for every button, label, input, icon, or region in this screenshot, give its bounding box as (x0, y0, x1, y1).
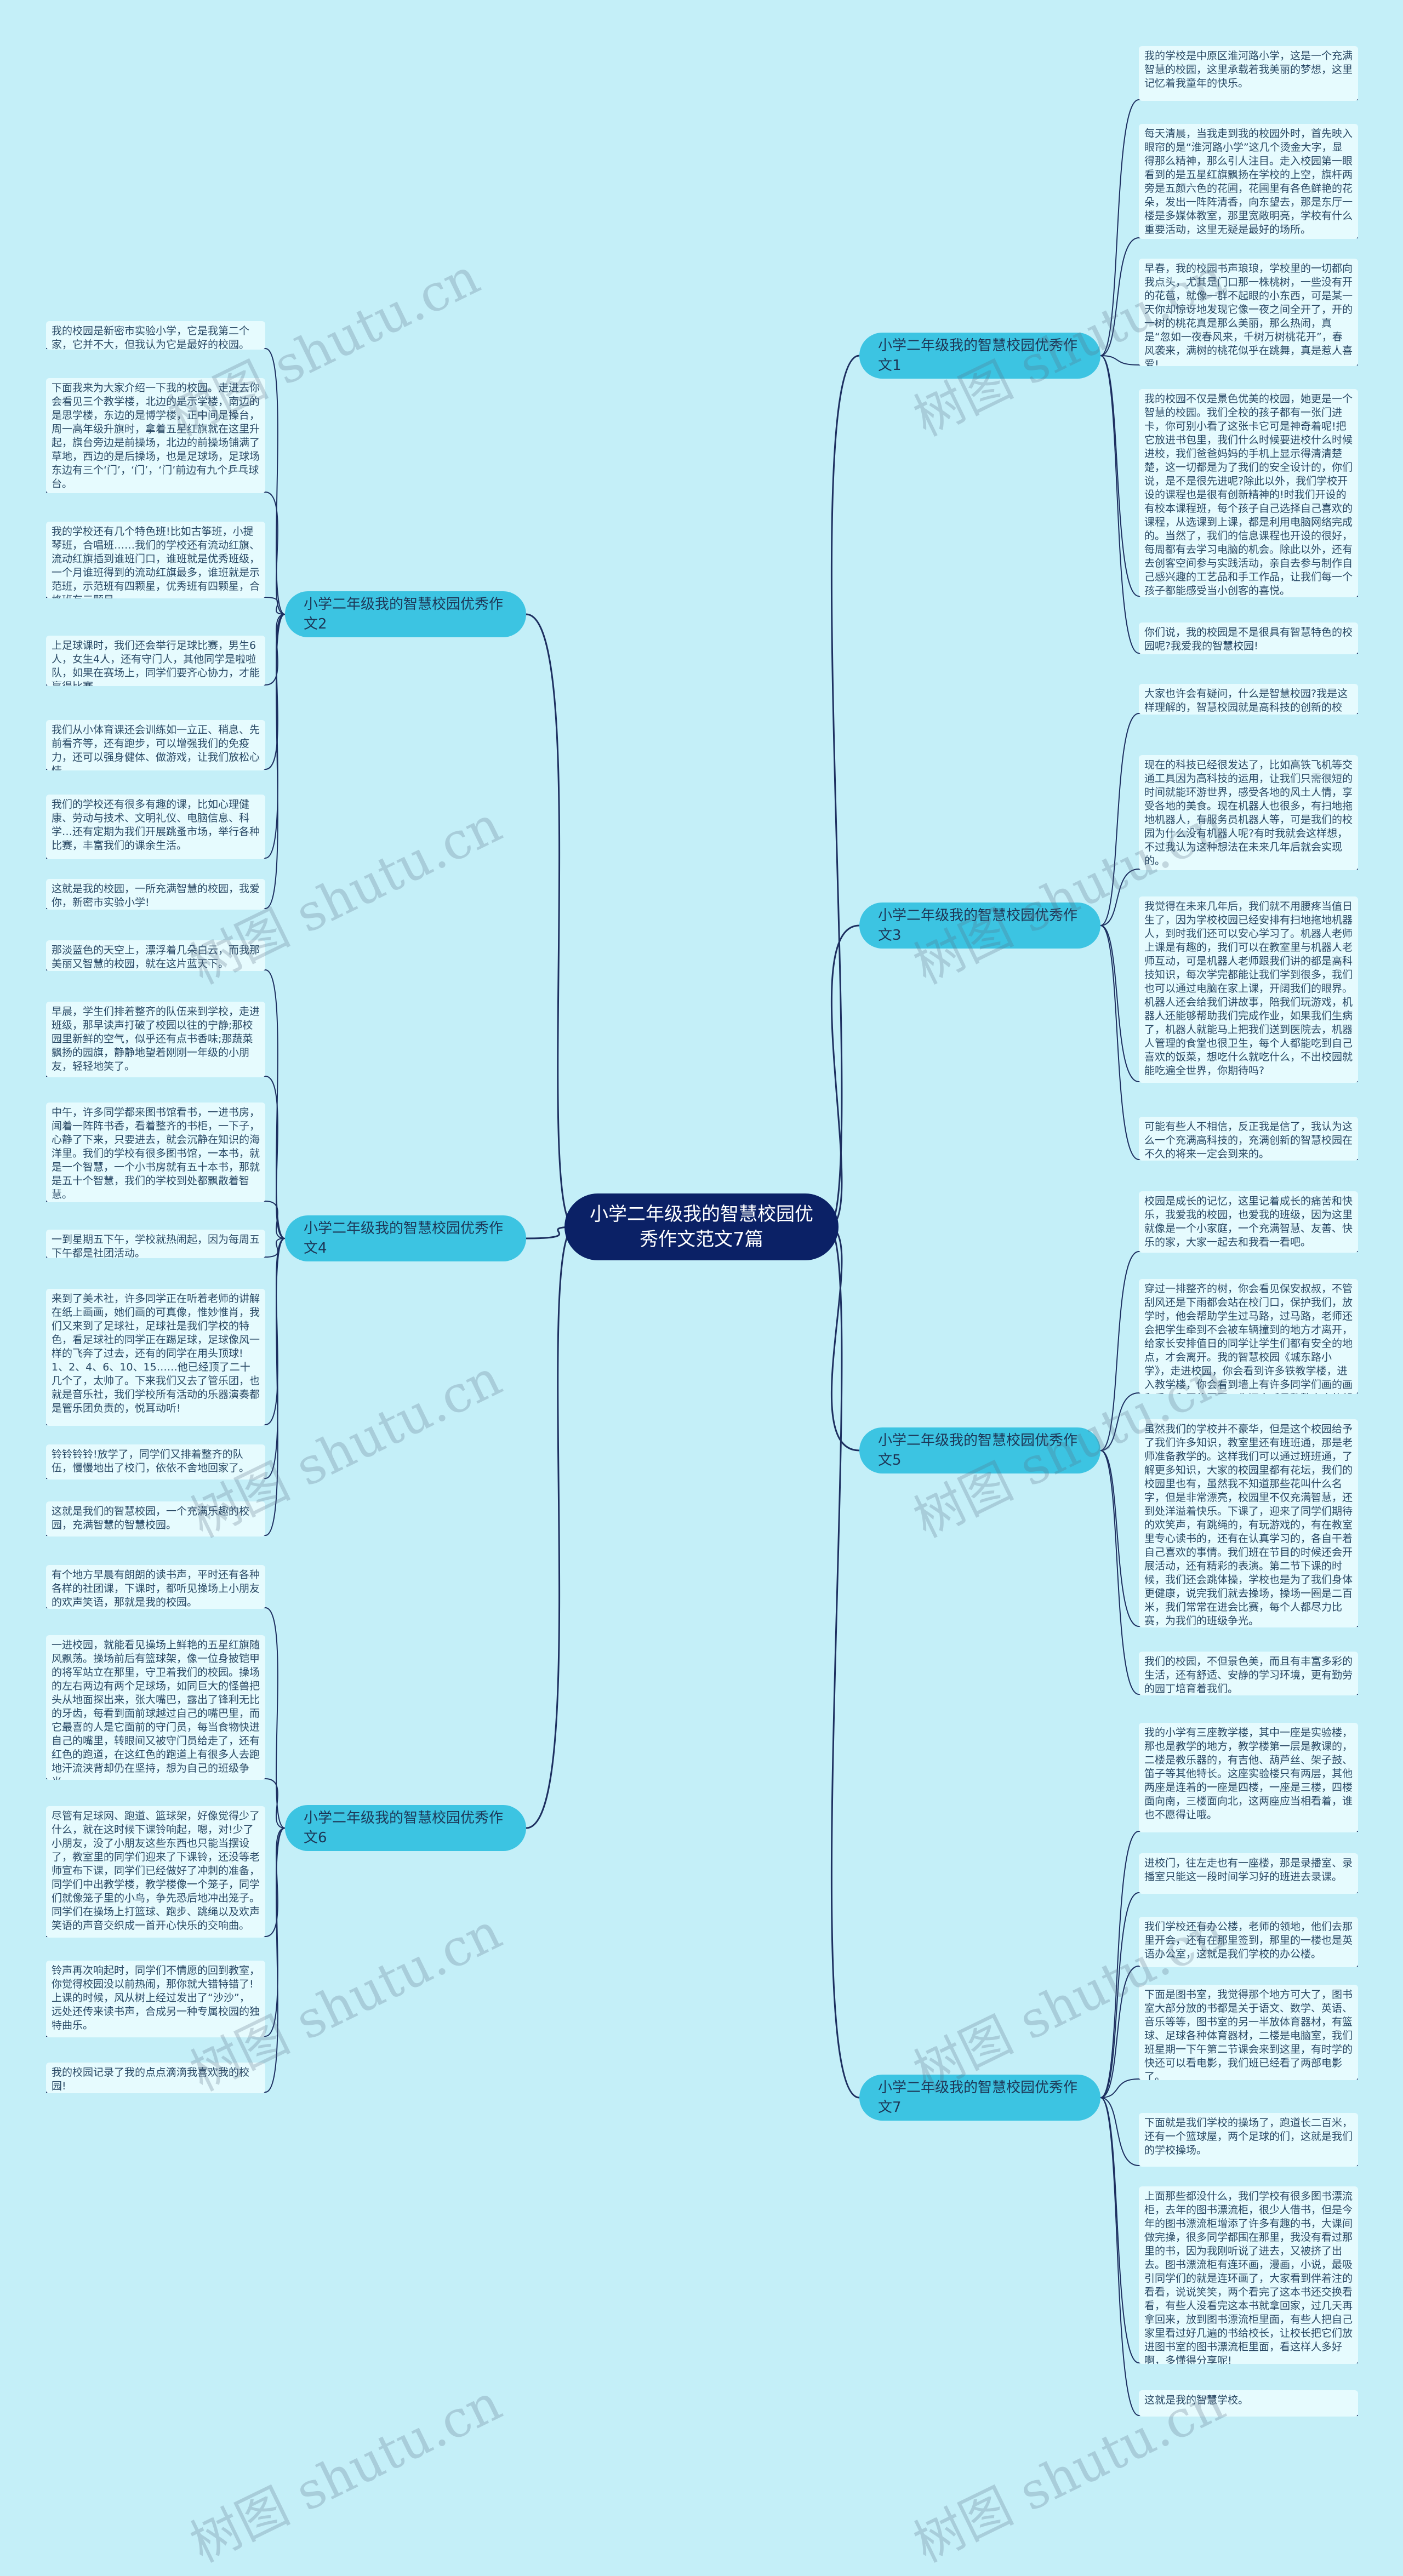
branch-leaf-link-7-3 (1100, 1966, 1358, 2098)
branch-leaf-link-4-2 (46, 1076, 286, 1239)
branch-leaf-link-1-2 (1100, 237, 1358, 356)
branch-leaf-link-2-1 (46, 348, 286, 615)
root-branch-link-1 (827, 355, 860, 1228)
leaf-node-2-1[interactable]: 我的校园是新密市实验小学，它是我第二个家，它并不大，但我认为它是最好的校园。 (46, 321, 265, 350)
branch-node-7[interactable]: 小学二年级我的智慧校园优秀作文7 (859, 2075, 1100, 2121)
branch-leaf-link-4-1 (46, 969, 286, 1239)
root-branch-link-2 (526, 613, 576, 1228)
leaf-node-2-5[interactable]: 我们从小体育课还会训练如一立正、稍息、先前看齐等，还有跑步，可以增强我们的免疫力… (46, 720, 265, 770)
leaf-node-2-6[interactable]: 我们的学校还有很多有趣的课，比如心理健康、劳动与技术、文明礼仪、电脑信息、科学…… (46, 795, 265, 859)
mindmap-canvas: 小学二年级我的智慧校园优秀作文范文7篇 小学二年级我的智慧校园优秀作文1 我的学校… (46, 46, 1358, 2574)
branch-leaf-link-5-1 (1100, 1251, 1358, 1451)
branch-leaf-link-1-1 (1100, 99, 1358, 356)
leaf-node-5-1[interactable]: 校园是成长的记忆，这里记着成长的痛苦和快乐，我爱我的校园，也爱我的班级，因为这里… (1139, 1191, 1358, 1253)
leaf-node-2-3[interactable]: 我的学校还有几个特色班!比如古筝班，小提琴班，合唱班……我们的学校还有流动红旗、… (46, 522, 265, 598)
branch-leaf-link-4-5 (46, 1238, 286, 1425)
branch-leaf-link-6-2 (46, 1778, 286, 1829)
root-branch-link-3 (827, 924, 860, 1228)
branch-leaf-link-2-5 (46, 614, 286, 770)
branch-leaf-link-2-3 (46, 597, 286, 615)
branch-node-4[interactable]: 小学二年级我的智慧校园优秀作文4 (285, 1215, 526, 1261)
root-branch-link-5 (827, 1226, 860, 1452)
branch-leaf-link-1-4 (1100, 355, 1358, 597)
branch-node-6[interactable]: 小学二年级我的智慧校园优秀作文6 (285, 1805, 526, 1851)
branch-leaf-link-5-4 (1100, 1450, 1358, 1695)
root-branch-link-4 (526, 1226, 576, 1240)
leaf-node-4-6[interactable]: 铃铃铃铃!放学了，同学们又排着整齐的队伍，慢慢地出了校门，依依不舍地回家了。 (46, 1444, 265, 1480)
leaf-node-7-6[interactable]: 上面那些都没什么，我们学校有很多图书漂流柜，去年的图书漂流柜，很少人借书，但是今… (1139, 2186, 1358, 2364)
branch-leaf-link-2-7 (46, 614, 286, 909)
leaf-node-1-1[interactable]: 我的学校是中原区淮河路小学，这是一个充满智慧的校园，这里承载着我美丽的梦想，这里… (1139, 46, 1358, 101)
leaf-node-4-4[interactable]: 一到星期五下午，学校就热闹起，因为每周五下午都是社团活动。 (46, 1230, 265, 1258)
branch-node-2[interactable]: 小学二年级我的智慧校园优秀作文2 (285, 591, 526, 637)
leaf-node-4-5[interactable]: 来到了美术社，许多同学正在听着老师的讲解在纸上画画，她们画的可真像，惟妙惟肖，我… (46, 1289, 265, 1426)
branch-leaf-link-4-3 (46, 1201, 286, 1239)
leaf-node-3-3[interactable]: 我觉得在未来几年后，我们就不用腰疼当值日生了，因为学校校园已经安排有扫地拖地机器… (1139, 896, 1358, 1083)
leaf-node-6-1[interactable]: 有个地方早晨有朗朗的读书声，平时还有各种各样的社团课，下课时，都听见操场上小朋友… (46, 1565, 265, 1609)
branch-leaf-link-6-5 (46, 1827, 286, 2093)
branch-leaf-link-7-4 (1100, 2078, 1358, 2098)
branch-leaf-link-3-2 (1100, 869, 1358, 926)
branch-leaf-link-1-3 (1100, 355, 1358, 365)
branch-node-5[interactable]: 小学二年级我的智慧校园优秀作文5 (859, 1427, 1100, 1473)
leaf-node-4-7[interactable]: 这就是我们的智慧校园，一个充满乐趣的校园，充满智慧的智慧校园。 (46, 1501, 265, 1537)
leaf-node-5-4[interactable]: 我们的校园，不但景色美，而且有丰富多彩的生活，还有舒适、安静的学习环境，更有勤劳… (1139, 1652, 1358, 1695)
branch-leaf-link-5-3 (1100, 1450, 1358, 1627)
leaf-node-1-5[interactable]: 你们说，我的校园是不是很具有智慧特色的校园呢?我爱我的智慧校园! (1139, 622, 1358, 654)
leaf-node-7-7[interactable]: 这就是我的智慧学校。 (1139, 2390, 1358, 2417)
leaf-node-2-7[interactable]: 这就是我的校园，一所充满智慧的校园，我爱你，新密市实验小学! (46, 879, 265, 910)
leaf-node-7-4[interactable]: 下面是图书室，我觉得那个地方可大了，图书室大部分放的书都是关于语文、数学、英语、… (1139, 1985, 1358, 2080)
branch-leaf-link-5-2 (1100, 1392, 1358, 1451)
branch-leaf-link-7-5 (1100, 2097, 1358, 2166)
leaf-node-2-2[interactable]: 下面我来为大家介绍一下我的校园。走进去你会看见三个教学楼，北边的是示学楼，南边的… (46, 378, 265, 493)
leaf-node-4-3[interactable]: 中午，许多同学都来图书馆看书，一进书房，闻着一阵阵书香，看着整齐的书柜，一下子，… (46, 1103, 265, 1202)
leaf-node-3-2[interactable]: 现在的科技已经很发达了，比如高铁飞机等交通工具因为高科技的运用，让我们只需很短的… (1139, 755, 1358, 870)
branch-node-3[interactable]: 小学二年级我的智慧校园优秀作文3 (859, 903, 1100, 949)
leaf-node-4-1[interactable]: 那淡蓝色的天空上，漂浮着几朵白云，而我那美丽又智慧的校园，就在这片蓝天下。 (46, 940, 265, 971)
branch-leaf-link-2-4 (46, 614, 286, 686)
leaf-node-6-3[interactable]: 尽管有足球网、跑道、篮球架，好像觉得少了什么，就在这时候下课铃响起，嗯，对!少了… (46, 1806, 265, 1938)
leaf-node-7-3[interactable]: 我们学校还有办公楼，老师的领地，他们去那里开会，还有在那里签到，那里的一楼也是英… (1139, 1917, 1358, 1967)
branch-leaf-link-2-2 (46, 492, 286, 615)
branch-leaf-link-3-1 (1100, 713, 1358, 926)
leaf-node-1-3[interactable]: 早春，我的校园书声琅琅，学校里的一切都向我点头，尤其是门口那一株桃树，一些没有开… (1139, 259, 1358, 366)
branch-leaf-link-1-5 (1100, 355, 1358, 654)
branch-leaf-link-7-2 (1100, 1892, 1358, 2098)
leaf-node-6-5[interactable]: 我的校园记录了我的点点滴滴我喜欢我的校园! (46, 2063, 265, 2093)
root-branch-link-6 (526, 1226, 576, 1829)
connector-lines (46, 99, 1358, 2416)
branch-leaf-link-3-4 (1100, 925, 1358, 1160)
leaf-node-3-4[interactable]: 可能有些人不相信，反正我是信了，我认为这么一个充满高科技的，充满创新的智慧校园在… (1139, 1117, 1358, 1161)
leaf-node-5-2[interactable]: 穿过一排整齐的树，你会看见保安叔叔，不管刮风还是下雨都会站在校门口，保护我们，放… (1139, 1279, 1358, 1394)
leaf-node-7-2[interactable]: 进校门，往左走也有一座楼，那是录播室、录播室只能这一段时间学习好的班进去录课。 (1139, 1853, 1358, 1894)
branch-leaf-link-7-7 (1100, 2097, 1358, 2416)
leaf-node-4-2[interactable]: 早晨，学生们排着整齐的队伍来到学校，走进班级，那早读声打破了校园以往的宁静;那校… (46, 1002, 265, 1077)
branch-node-1[interactable]: 小学二年级我的智慧校园优秀作文1 (859, 333, 1100, 379)
leaf-node-7-5[interactable]: 下面就是我们学校的操场了，跑道长二百米，还有一个篮球屋，两个足球的们，这就是我们… (1139, 2113, 1358, 2167)
root-branch-link-7 (827, 1226, 860, 2099)
leaf-node-6-2[interactable]: 一进校园，就能看见操场上鲜艳的五星红旗随风飘荡。操场前后有篮球架，像一位身披铠甲… (46, 1635, 265, 1780)
branch-leaf-link-7-1 (1100, 1831, 1358, 2098)
branch-leaf-link-6-1 (46, 1607, 286, 1829)
leaf-node-7-1[interactable]: 我的小学有三座教学楼，其中一座是实验楼，那也是教学的地方，教学楼第一层是教课的，… (1139, 1723, 1358, 1832)
root-node[interactable]: 小学二年级我的智慧校园优秀作文范文7篇 (564, 1193, 839, 1260)
branch-leaf-link-6-3 (46, 1827, 286, 1937)
leaf-node-3-1[interactable]: 大家也许会有疑问，什么是智慧校园?我是这样理解的，智慧校园就是高科技的创新的校园… (1139, 684, 1358, 715)
leaf-node-2-4[interactable]: 上足球课时，我们还会举行足球比赛，男生6人，女生4人，还有守门人，其他同学是啦啦… (46, 636, 265, 686)
leaf-node-6-4[interactable]: 铃声再次响起时，同学们不情愿的回到教室，你觉得校园没以前热闹，那你就大错特错了!… (46, 1961, 265, 2037)
leaf-node-1-4[interactable]: 我的校园不仅是景色优美的校园，她更是一个智慧的校园。我们全校的孩子都有一张门进卡… (1139, 389, 1358, 597)
leaf-node-1-2[interactable]: 每天清晨，当我走到我的校园外时，首先映入眼帘的是“淮河路小学”这几个烫金大字，显… (1139, 124, 1358, 239)
branch-leaf-link-4-7 (46, 1238, 286, 1536)
branch-leaf-link-4-4 (46, 1238, 286, 1258)
branch-leaf-link-3-3 (1100, 925, 1358, 1082)
leaf-node-5-3[interactable]: 虽然我们的学校并不豪华，但是这个校园给予了我们许多知识，教室里还有班班通，那是老… (1139, 1419, 1358, 1627)
branch-leaf-link-7-6 (1100, 2097, 1358, 2363)
